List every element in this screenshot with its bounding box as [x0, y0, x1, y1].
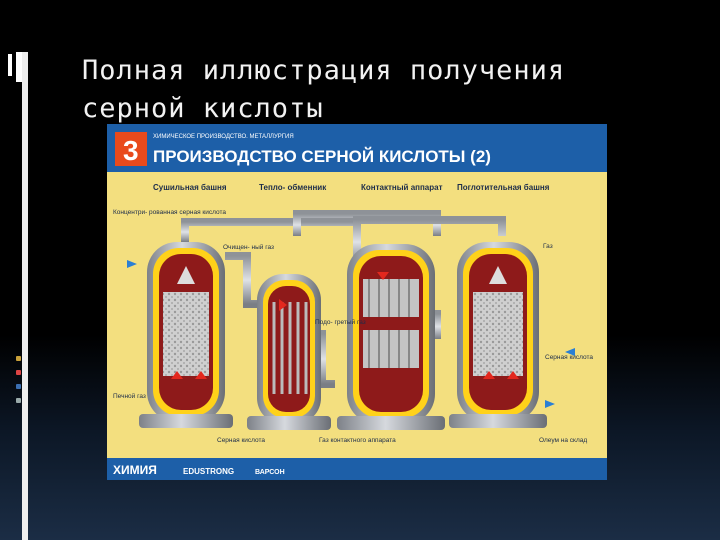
contact-apparatus [337, 244, 445, 430]
label-contact-apparatus: Контактный аппарат [361, 183, 443, 192]
label-contact-gas: Газ контактного аппарата [319, 437, 396, 444]
drying-tower [139, 242, 233, 428]
footer-brand: ХИМИЯ [113, 463, 157, 477]
poster-number: 3 [123, 135, 139, 166]
heat-exchanger [247, 274, 331, 430]
decorative-dot [16, 356, 21, 361]
label-sulfuric-acid-bottom: Серная кислота [217, 437, 265, 444]
footer-publisher2: ВАРСОН [255, 469, 285, 476]
label-sulfuric-acid-right: Серная кислота [545, 354, 593, 361]
decorative-bar [22, 52, 28, 540]
poster-heading: ПРОИЗВОДСТВО СЕРНОЙ КИСЛОТЫ (2) [153, 147, 491, 166]
decorative-bar-accent-small [8, 54, 12, 76]
decorative-bar-accent [16, 52, 22, 82]
poster-svg: 3 ХИМИЧЕСКОЕ ПРОИЗВОДСТВО. МЕТАЛЛУРГИЯ П… [107, 124, 607, 480]
label-gas-right: Газ [543, 243, 553, 250]
decorative-dot [16, 370, 21, 375]
label-absorption-tower: Поглотительная башня [457, 183, 550, 192]
footer-publisher: EDUSTRONG [183, 467, 234, 476]
poster-footer [107, 458, 607, 480]
slide-title: Полная иллюстрация получения серной кисл… [82, 52, 682, 128]
decorative-dot [16, 384, 21, 389]
poster-subtitle: ХИМИЧЕСКОЕ ПРОИЗВОДСТВО. МЕТАЛЛУРГИЯ [153, 134, 294, 140]
label-kiln-gas: Печной газ [113, 392, 146, 400]
label-purified-gas: Очищен- ный газ [223, 243, 274, 251]
label-drying-tower: Сушильная башня [153, 183, 227, 192]
label-heated-gas: Подо- гретый газ [315, 318, 366, 326]
decorative-dot [16, 398, 21, 403]
label-heat-exchanger: Тепло- обменник [259, 183, 327, 192]
poster-illustration: 3 ХИМИЧЕСКОЕ ПРОИЗВОДСТВО. МЕТАЛЛУРГИЯ П… [107, 124, 607, 480]
label-conc-acid: Концентри- рованная серная кислота [113, 209, 226, 216]
label-oleum: Олеум на склад [539, 437, 587, 444]
absorption-tower [449, 242, 547, 428]
